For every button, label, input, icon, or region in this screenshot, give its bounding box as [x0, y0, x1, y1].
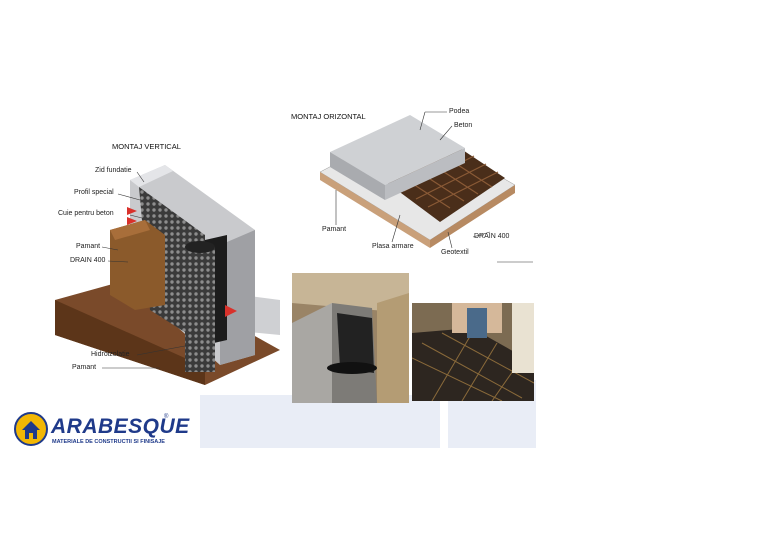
background-panel-left — [200, 395, 440, 448]
vertical-title: MONTAJ VERTICAL — [112, 142, 181, 151]
label-drain-400-vertical: DRAIN 400 — [70, 257, 106, 264]
horizontal-title: MONTAJ ORIZONTAL — [291, 112, 366, 121]
label-zid-fundatie: Zid fundatie — [95, 167, 132, 174]
photo-vertical-illustration — [292, 273, 409, 403]
label-podea: Podea — [449, 108, 470, 115]
photo-horizontal-illustration — [412, 303, 534, 401]
label-plasa-armare: Plasa armare — [372, 243, 414, 250]
vertical-mounting-diagram — [55, 135, 280, 390]
label-geotextil: Geotextil — [441, 249, 469, 256]
logo-tagline: MATERIALE DE CONSTRUCTII SI FINISAJE — [52, 439, 165, 445]
label-hidroizolatie: Hidroizolatie — [91, 351, 130, 358]
photo-vertical-installation — [292, 273, 409, 403]
label-pamant-horizontal: Pamant — [322, 226, 347, 233]
label-pamant-top: Pamant — [76, 243, 101, 250]
logo-registered-mark: ® — [164, 414, 169, 420]
label-pamant-bottom: Pamant — [72, 364, 97, 371]
photo-horizontal-installation — [412, 303, 534, 401]
horizontal-mounting-diagram — [290, 100, 535, 260]
logo-name: ARABESQUE — [51, 415, 190, 438]
vertical-mounting-illustration — [55, 165, 280, 385]
house-logo-icon — [14, 412, 48, 446]
horizontal-mounting-illustration — [319, 115, 516, 248]
label-drain-400-horizontal: DRAIN 400 — [474, 233, 510, 240]
label-beton: Beton — [454, 122, 473, 129]
label-cuie-pentru-beton: Cuie pentru beton — [58, 210, 114, 217]
label-profil-special: Profil special — [74, 189, 114, 196]
arabesque-logo: ARABESQUE ® MATERIALE DE CONSTRUCTII SI … — [14, 412, 189, 448]
